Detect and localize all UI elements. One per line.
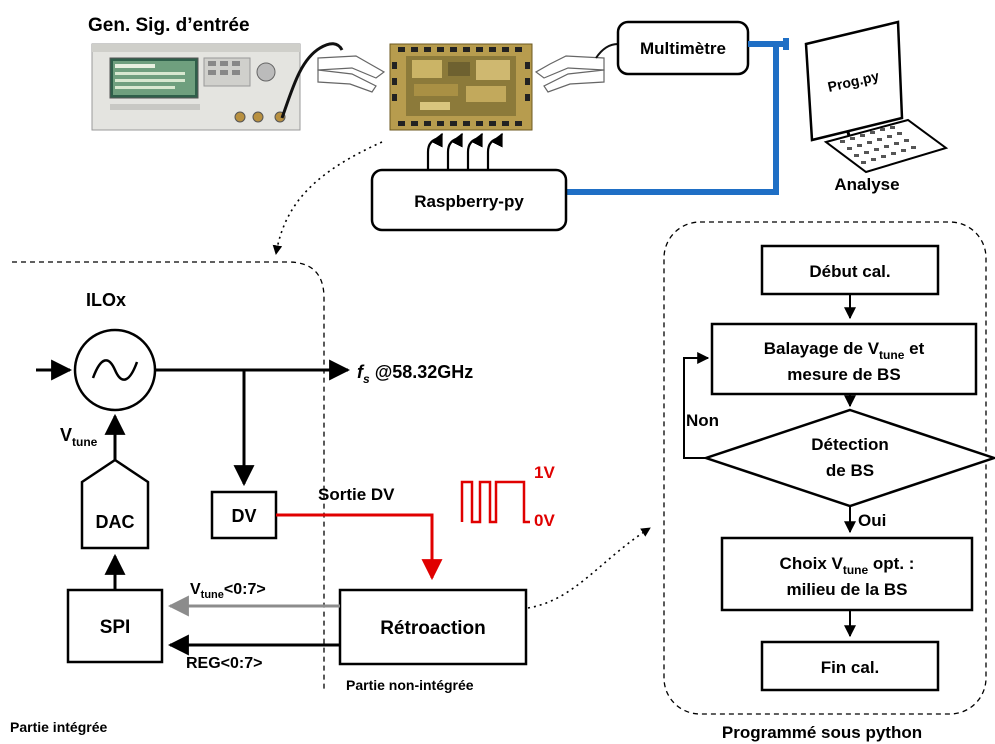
flow-yes-label: Oui [858, 511, 886, 530]
vtune-label: Vtune [60, 425, 98, 449]
sortie-dv-label: Sortie DV [318, 485, 395, 504]
dac-block [80, 458, 150, 550]
chip-to-ilox-dotted-link [272, 141, 383, 255]
multimeter-label: Multimètre [640, 39, 726, 58]
dac-label: DAC [96, 512, 135, 532]
dv-label: DV [231, 506, 256, 526]
raspberry-to-chip-arrows [426, 132, 503, 170]
ilox-title: ILOx [86, 290, 126, 310]
flow-detection-diamond [702, 408, 995, 508]
signal-generator-photo [91, 43, 301, 131]
flow-start [760, 244, 940, 296]
keyboard-icon [823, 118, 949, 174]
flow-detection-line1: Détection [811, 435, 888, 454]
probe-to-multimeter-wire [595, 43, 619, 59]
retroaction-to-python-dotted-link [527, 527, 651, 609]
probe-icon [317, 55, 386, 93]
sortie-dv-feedback-wire [276, 513, 443, 581]
generator-label: Gen. Sig. d’entrée [88, 15, 250, 36]
flow-start-label: Début cal. [809, 262, 890, 281]
spi-block [66, 588, 164, 664]
partie-non-integree-label: Partie non-intégrée [346, 677, 474, 693]
analysis-label: Analyse [834, 175, 899, 194]
flow-end-label: Fin cal. [821, 658, 880, 677]
level-high-label: 1V [534, 463, 555, 482]
probe-icon [534, 55, 605, 93]
flow-no-label: Non [686, 411, 719, 430]
reg-bus-label: REG<0:7> [186, 655, 262, 672]
oscillator-icon [73, 328, 157, 412]
square-wave-icon [460, 480, 530, 524]
retroaction-label: Rétroaction [380, 618, 486, 639]
flow-sweep-line1: Balayage de Vtune et [764, 339, 925, 362]
python-program-boundary [663, 221, 987, 715]
output-frequency: fs @58.32GHz [357, 362, 473, 386]
retroaction-block [338, 588, 528, 666]
flow-no-loop [683, 352, 710, 459]
raspberry-label: Raspberry-py [414, 192, 524, 211]
flow-choice-line2: milieu de la BS [787, 580, 908, 599]
vtune-bus-label: Vtune<0:7> [190, 581, 266, 601]
flow-end [760, 640, 940, 692]
generator-cable [280, 42, 344, 119]
level-low-label: 0V [534, 511, 555, 530]
python-program-label: Programmé sous python [722, 723, 922, 742]
partie-integree-label: Partie intégrée [10, 719, 107, 735]
flow-choice [720, 536, 974, 612]
multimeter-box [616, 20, 750, 76]
flow-sweep-line2: mesure de BS [787, 365, 900, 384]
integrated-part-boundary [12, 261, 325, 690]
spi-label: SPI [100, 617, 131, 638]
chip-photo [389, 43, 533, 131]
flow-sweep [710, 322, 978, 396]
flow-choice-line1: Choix Vtune opt. : [780, 554, 915, 577]
blue-cable [566, 41, 786, 195]
flow-detection-line2: de BS [826, 461, 874, 480]
